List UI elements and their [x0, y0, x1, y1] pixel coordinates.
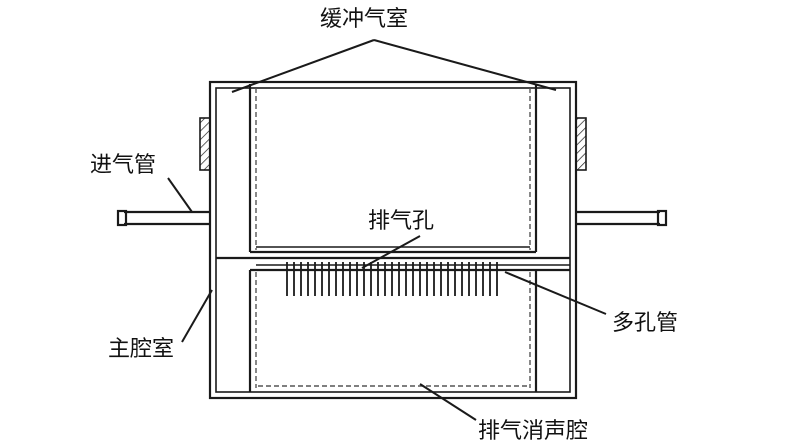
label-exhaust-holes: 排气孔	[368, 209, 434, 234]
label-perforated-pipe: 多孔管	[612, 311, 678, 336]
right-flange-hatch	[575, 117, 587, 171]
leader-lines	[167, 39, 607, 421]
right-pipe	[576, 209, 668, 227]
exhaust-hole-row	[286, 262, 498, 296]
perforated-pipe-body	[216, 256, 570, 272]
lower-muffler-chamber	[248, 270, 538, 392]
label-exhaust-muffler-chamber: 排气消声腔	[478, 419, 588, 444]
left-inlet-pipe	[116, 209, 210, 227]
label-inlet-pipe: 进气管	[90, 153, 156, 178]
outer-housing	[208, 80, 578, 400]
label-main-chamber: 主腔室	[108, 337, 174, 362]
left-flange-hatch	[199, 117, 211, 171]
label-buffer-chamber: 缓冲气室	[320, 7, 408, 32]
